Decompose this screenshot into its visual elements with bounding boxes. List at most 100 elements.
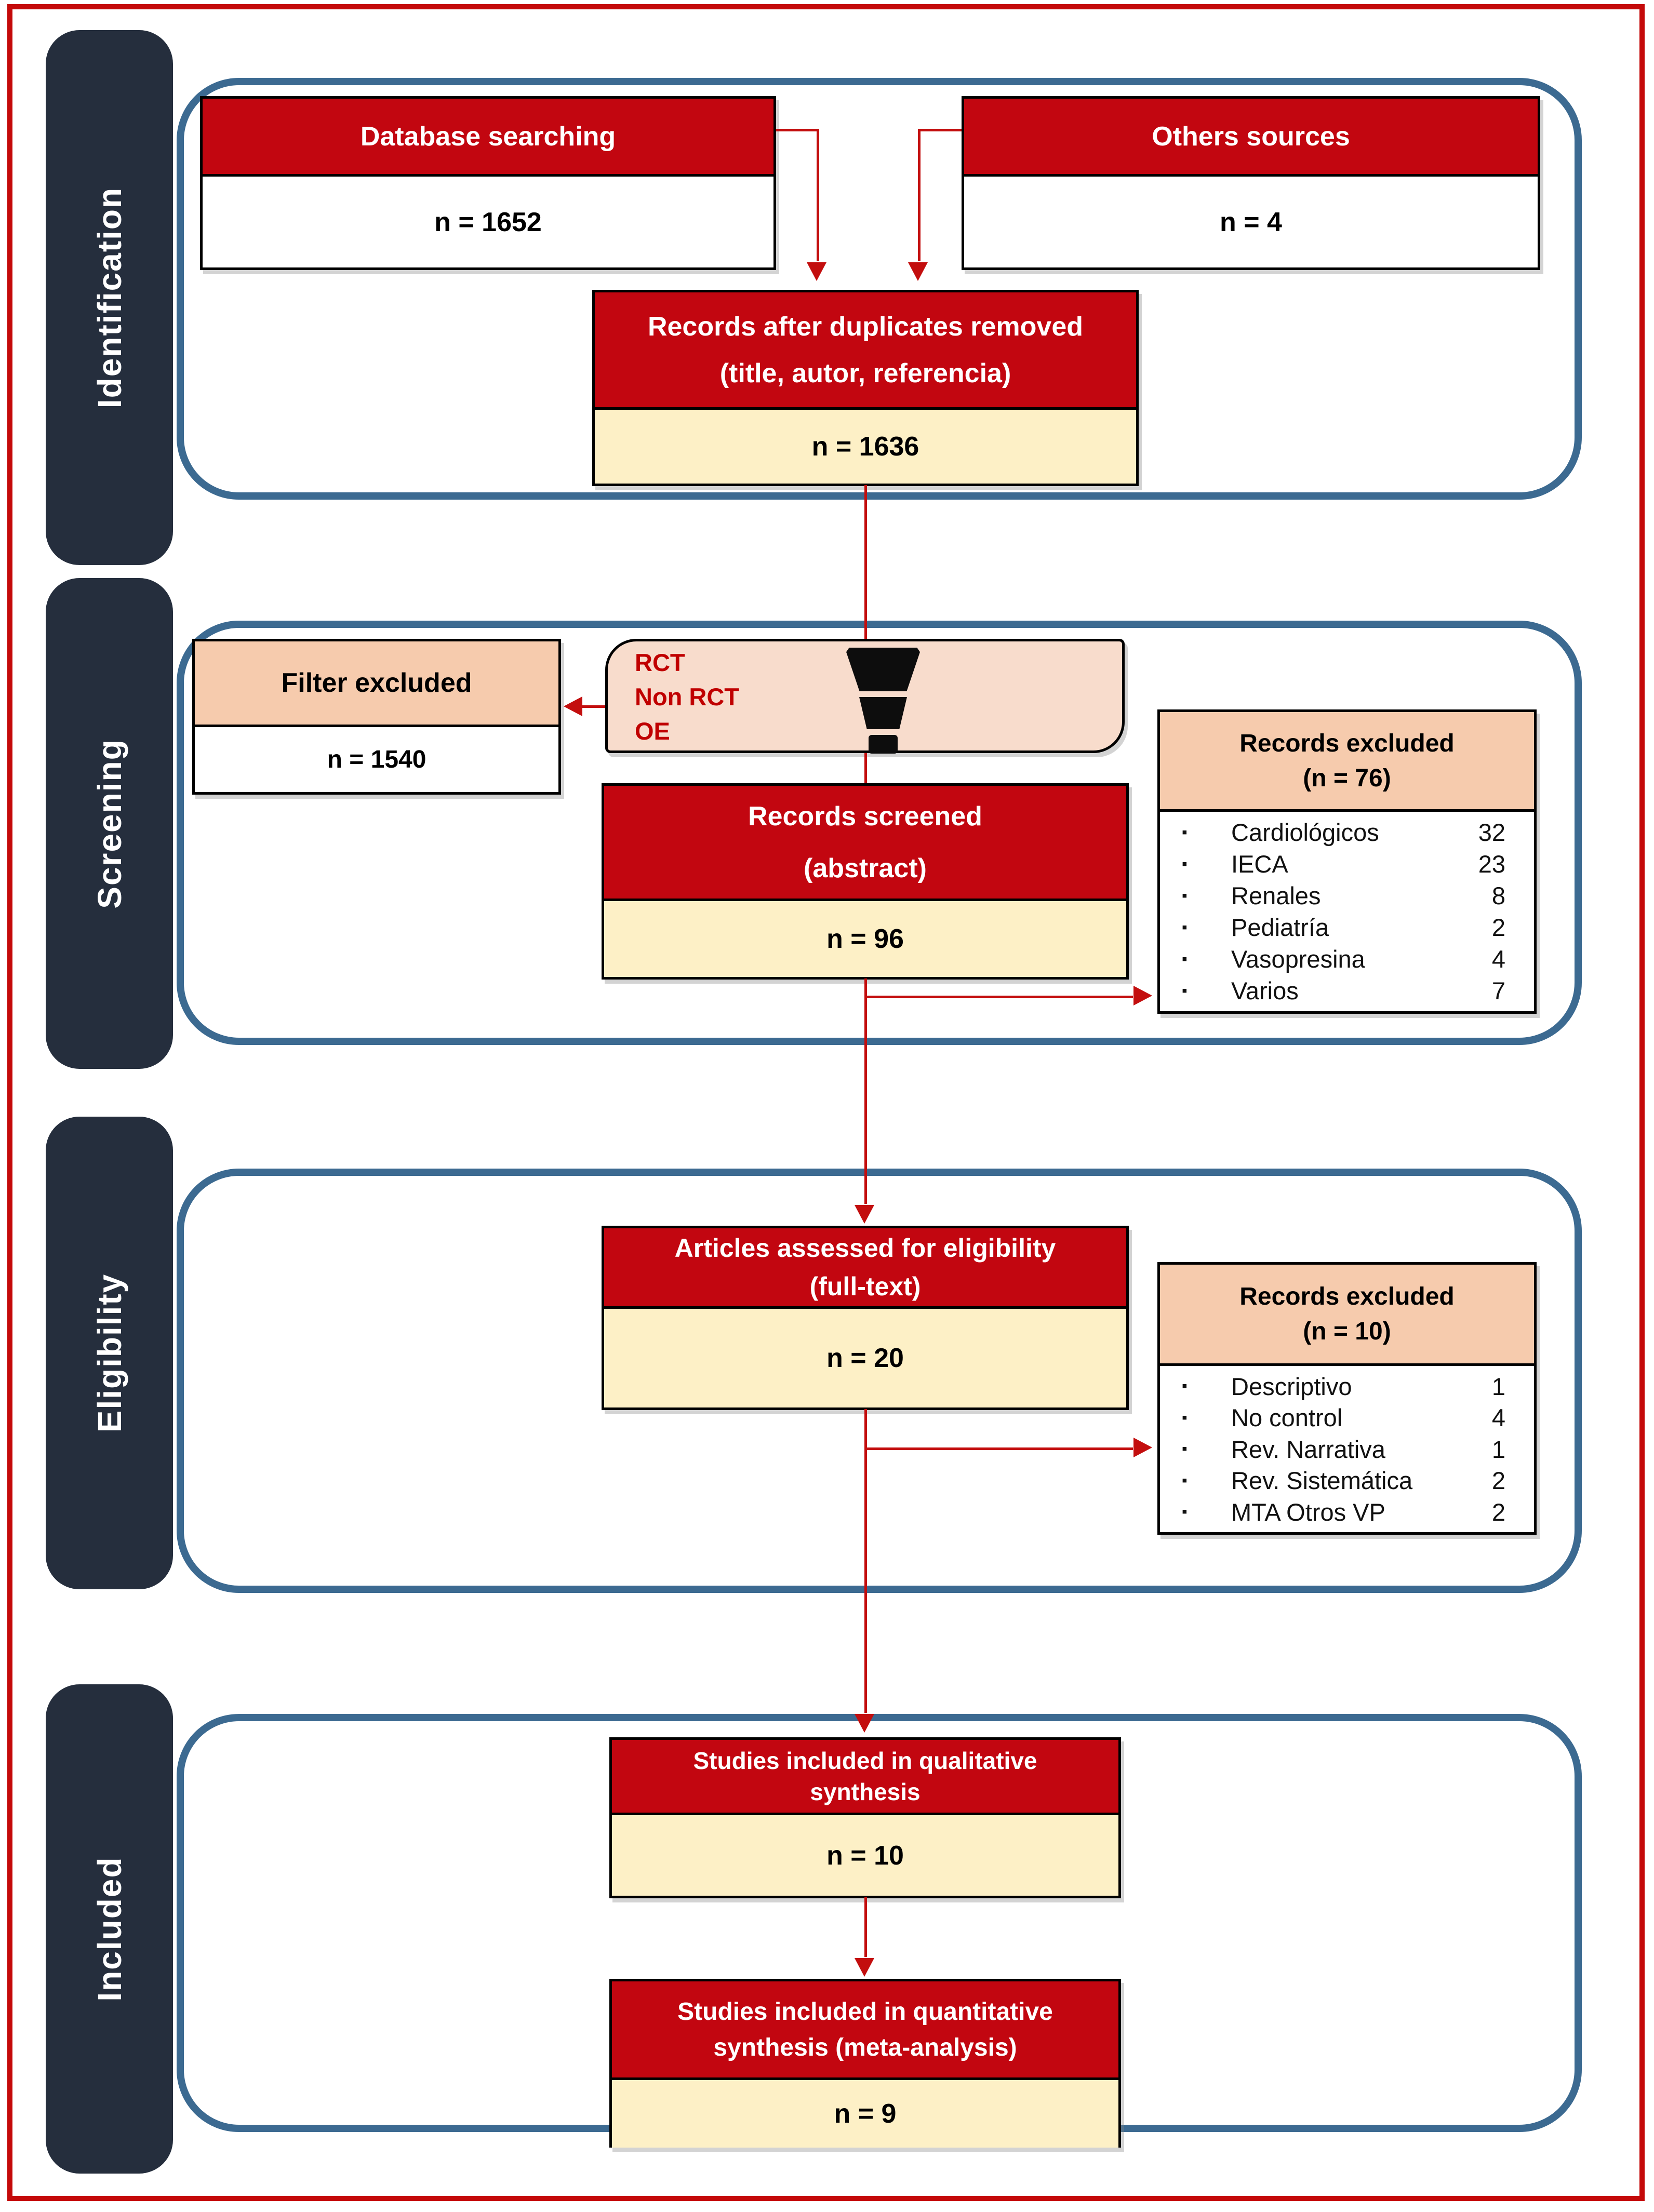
filter-excluded-count: n = 1540 [195, 727, 558, 792]
stage-included-label: Included [90, 1856, 128, 2002]
filter-excluded-title: Filter excluded [195, 641, 558, 727]
qualitative-title-line1: Studies included in qualitative [693, 1747, 1037, 1774]
database-searching-box: Database searching n = 1652 [200, 96, 776, 270]
connector-database-drop [817, 129, 819, 261]
stage-eligibility: Eligibility [46, 1117, 173, 1589]
quantitative-synthesis-box: Studies included in quantitative synthes… [609, 1979, 1121, 2148]
articles-assessed-box: Articles assessed for eligibility (full-… [602, 1226, 1129, 1410]
quantitative-synthesis-count: n = 9 [612, 2080, 1118, 2148]
excluded-item: MTA Otros VP2 [1160, 1498, 1534, 1526]
connector-others-elbow [918, 129, 962, 131]
stage-identification: Identification [46, 30, 173, 565]
eligibility-excluded-title: Records excluded (n = 10) [1160, 1265, 1534, 1366]
eligibility-excluded-title-line2: (n = 10) [1303, 1318, 1391, 1345]
other-sources-count: n = 4 [964, 177, 1538, 267]
bullet-icon [1182, 950, 1231, 968]
articles-assessed-title-line1: Articles assessed for eligibility [674, 1234, 1056, 1263]
bullet-icon [1182, 919, 1231, 936]
screening-excluded-title-line1: Records excluded [1239, 729, 1455, 757]
bullet-icon [1182, 982, 1231, 1000]
bullet-icon [1182, 887, 1231, 905]
bullet-icon [1182, 1472, 1231, 1490]
qualitative-synthesis-count: n = 10 [612, 1815, 1118, 1896]
screening-excluded-title: Records excluded (n = 76) [1160, 712, 1534, 812]
screening-excluded-title-line2: (n = 76) [1303, 764, 1391, 792]
duplicates-removed-title-line1: Records after duplicates removed [647, 311, 1084, 342]
records-screened-title-line2: (abstract) [804, 853, 927, 883]
connector-screened-to-articles [864, 978, 867, 1204]
arrowhead-database-to-duplicates [807, 262, 826, 281]
bullet-icon [1182, 824, 1231, 841]
qualitative-title-line2: synthesis [810, 1778, 921, 1805]
qualitative-synthesis-title: Studies included in qualitative synthesi… [612, 1740, 1118, 1815]
arrowhead-others-to-duplicates [908, 262, 928, 281]
connector-qualitative-to-quantitative [864, 1897, 867, 1957]
connector-database-elbow [776, 129, 819, 131]
arrowhead-to-quantitative [855, 1958, 874, 1977]
quantitative-title-line2: synthesis (meta-analysis) [713, 2033, 1017, 2061]
connector-filterbox-to-excluded [581, 705, 605, 708]
database-searching-title: Database searching [203, 99, 773, 177]
arrowhead-to-eligibility-excluded [1133, 1438, 1152, 1457]
connector-others-drop [918, 129, 921, 261]
database-searching-count: n = 1652 [203, 177, 773, 267]
other-sources-title: Others sources [964, 99, 1538, 177]
connector-articles-to-qualitative [864, 1409, 867, 1713]
articles-assessed-title-line2: (full-text) [809, 1272, 921, 1301]
filter-icon [844, 648, 922, 754]
records-screened-title-line1: Records screened [748, 801, 982, 832]
diagram-frame [7, 4, 1645, 2201]
records-screened-count: n = 96 [604, 901, 1126, 977]
records-screened-title: Records screened (abstract) [604, 786, 1126, 901]
filter-type-oe: OE [635, 717, 670, 745]
screening-excluded-box: Records excluded (n = 76) Cardiológicos3… [1157, 709, 1537, 1014]
quantitative-title-line1: Studies included in quantitative [677, 1997, 1053, 2026]
connector-filterbox-to-screened [864, 753, 867, 783]
other-sources-box: Others sources n = 4 [962, 96, 1540, 270]
stage-eligibility-label: Eligibility [90, 1273, 128, 1433]
eligibility-excluded-title-line1: Records excluded [1239, 1283, 1455, 1310]
duplicates-removed-box: Records after duplicates removed (title,… [592, 290, 1139, 486]
stage-screening: Screening [46, 578, 173, 1069]
filter-excluded-box: Filter excluded n = 1540 [192, 639, 561, 795]
arrowhead-to-qualitative [855, 1714, 874, 1733]
arrowhead-to-articles-assessed [855, 1205, 874, 1224]
stage-identification-label: Identification [90, 186, 128, 409]
filter-type-nonrct: Non RCT [635, 683, 740, 710]
stage-included: Included [46, 1684, 173, 2174]
bullet-icon [1182, 1377, 1231, 1395]
connector-branch-screening-excluded [866, 996, 1133, 998]
arrowhead-to-screening-excluded [1133, 986, 1152, 1006]
bullet-icon [1182, 1440, 1231, 1458]
bullet-icon [1182, 1503, 1231, 1521]
duplicates-removed-title-line2: (title, autor, referencia) [719, 358, 1011, 388]
filter-types-box: RCT Non RCT OE [605, 639, 1125, 754]
bullet-icon [1182, 855, 1231, 873]
bullet-icon [1182, 1409, 1231, 1427]
qualitative-synthesis-box: Studies included in qualitative synthesi… [609, 1737, 1121, 1898]
records-screened-box: Records screened (abstract) n = 96 [602, 783, 1129, 980]
duplicates-removed-title: Records after duplicates removed (title,… [595, 292, 1136, 410]
quantitative-synthesis-title: Studies included in quantitative synthes… [612, 1981, 1118, 2080]
articles-assessed-title: Articles assessed for eligibility (full-… [604, 1228, 1126, 1309]
articles-assessed-count: n = 20 [604, 1309, 1126, 1407]
filter-type-rct: RCT [635, 649, 685, 676]
connector-branch-eligibility-excluded [866, 1447, 1133, 1450]
filter-types-lines: RCT Non RCT OE [635, 646, 739, 748]
stage-screening-label: Screening [90, 738, 128, 909]
connector-duplicates-to-filterbox [864, 485, 867, 639]
arrowhead-to-filter-excluded [564, 696, 582, 716]
